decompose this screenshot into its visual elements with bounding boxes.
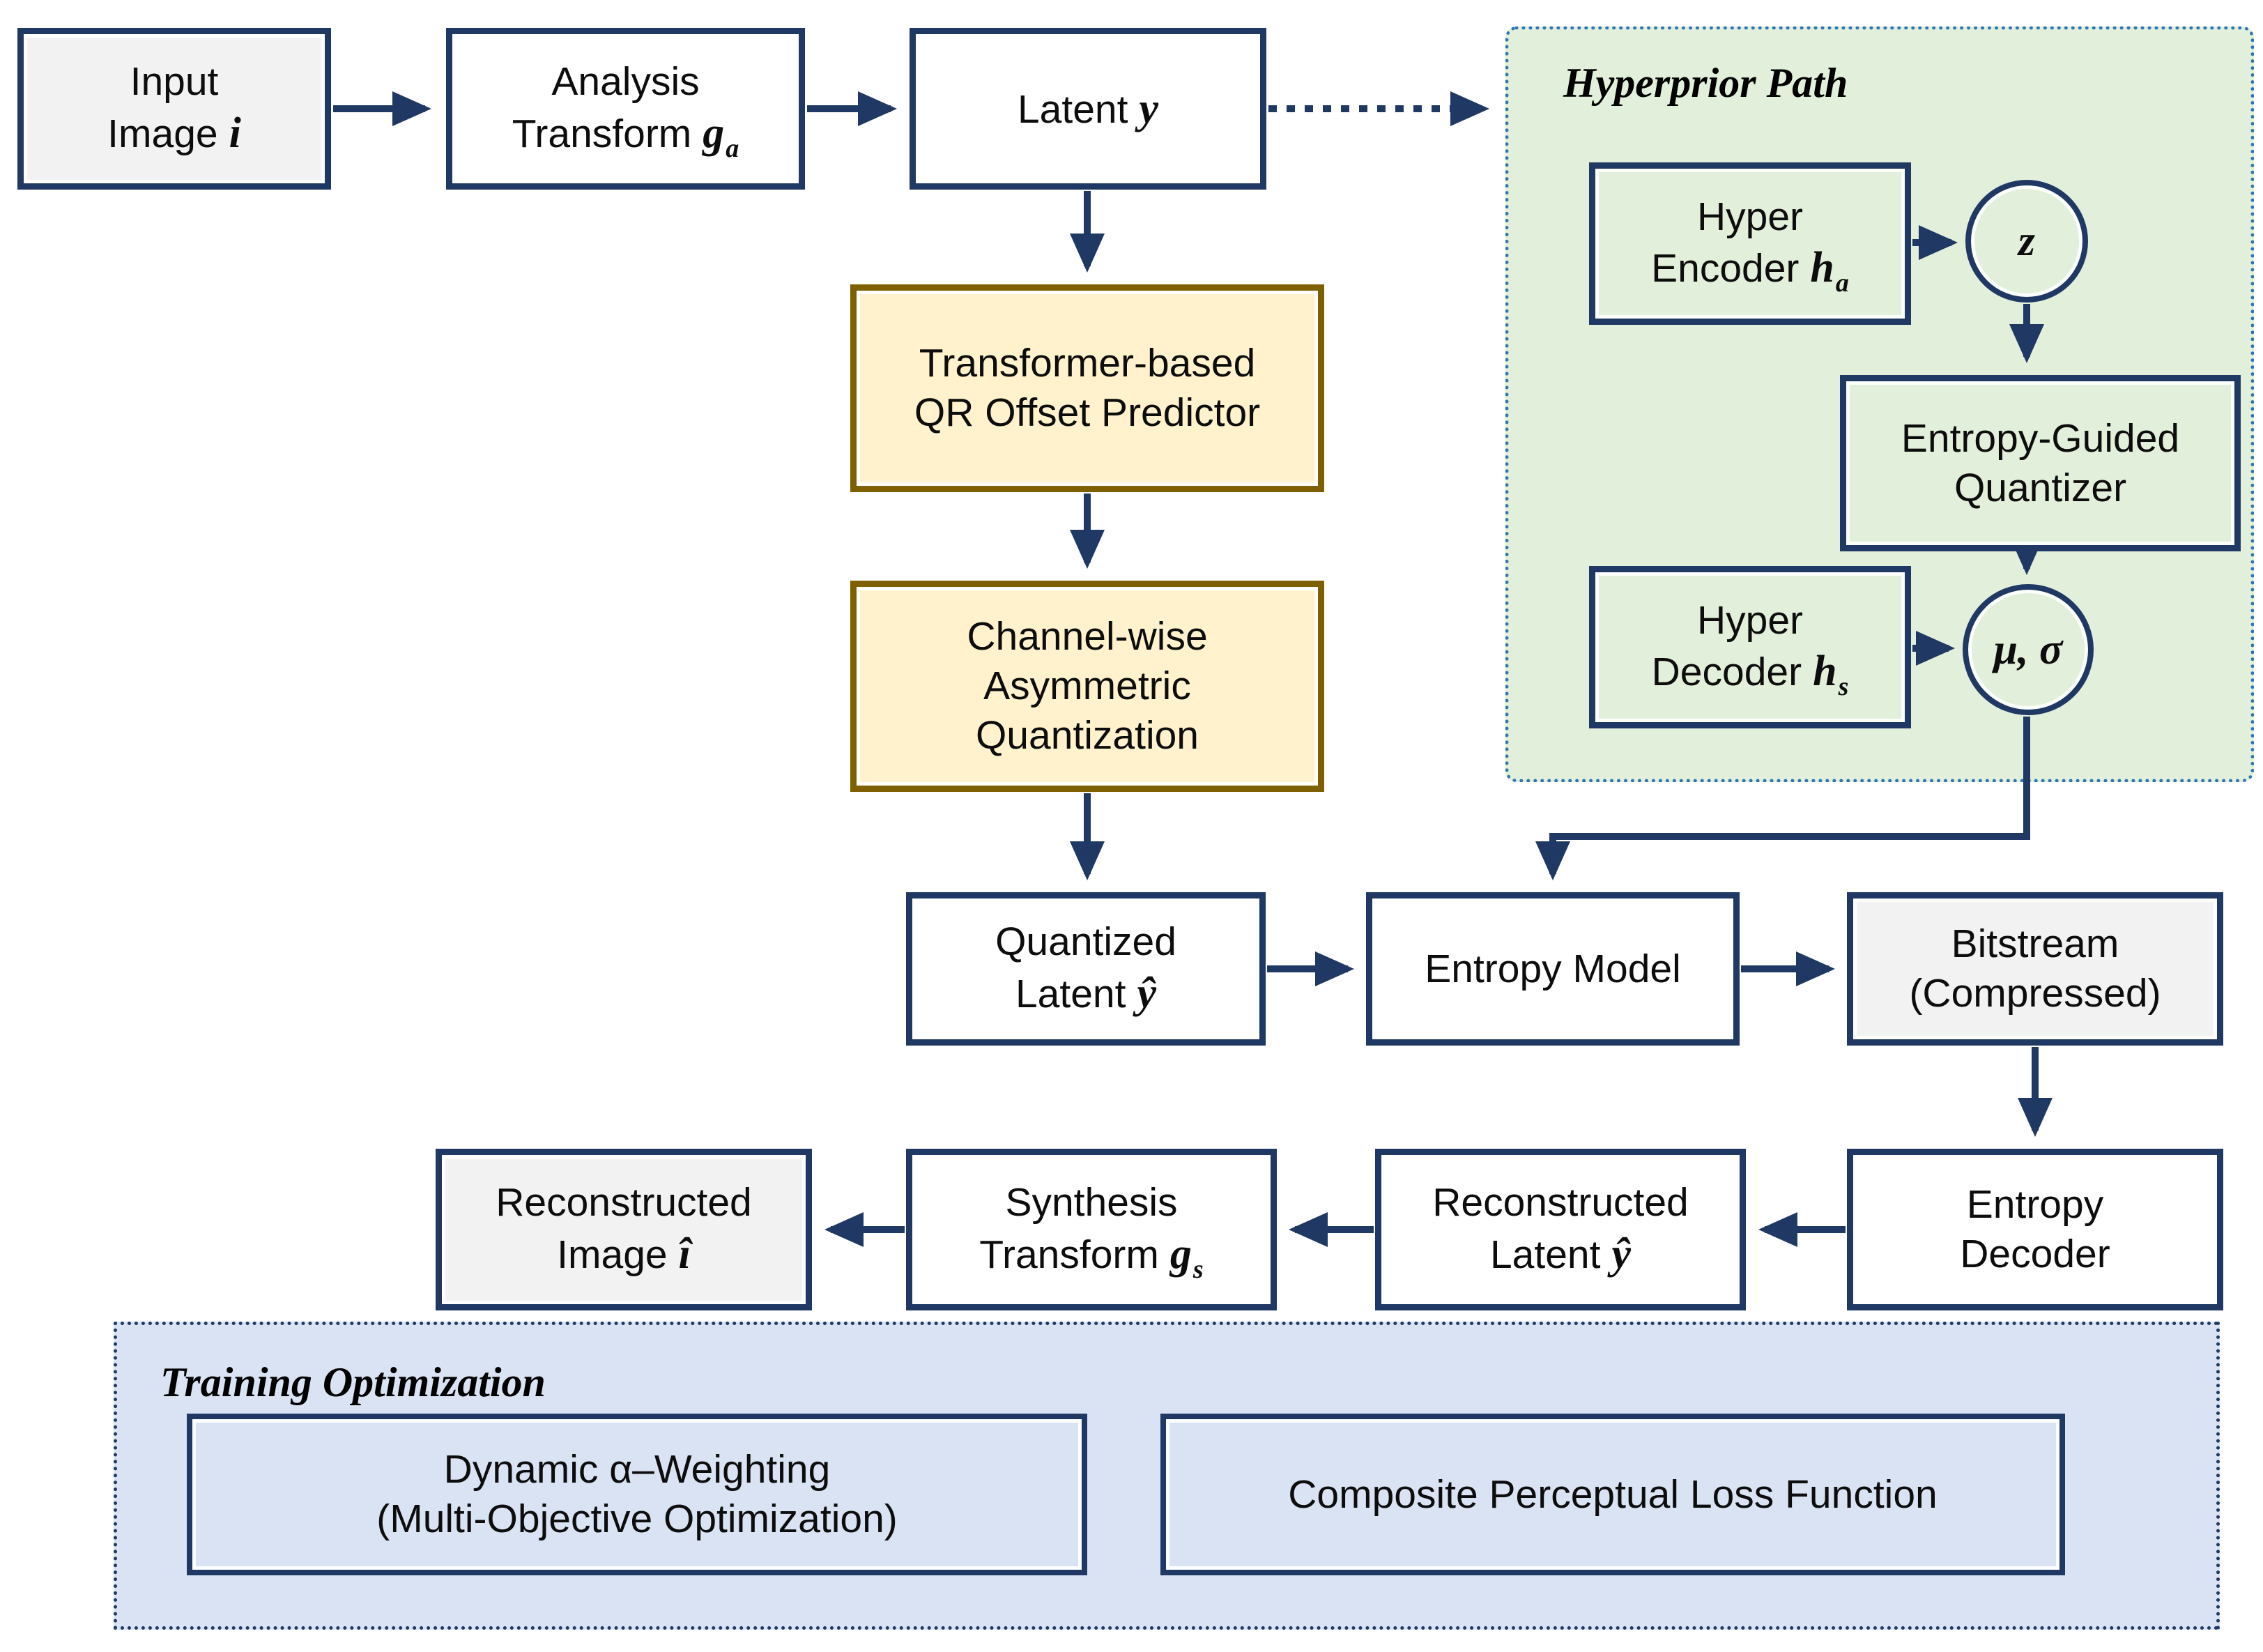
math-symbol: ŷ [1611, 1230, 1631, 1278]
hyperprior-path-title: Hyperprior Path [1563, 60, 1848, 106]
box-bitstream-compressed: Bitstream (Compressed) [1847, 892, 2223, 1046]
arrow-mu-sigma-to-entropy-model [1535, 717, 2030, 881]
label-line: Quantization [975, 712, 1199, 758]
math-subscript: s [1192, 1254, 1204, 1284]
label-line: Dynamic α–Weighting [443, 1447, 831, 1492]
label-line: Channel-wise [967, 614, 1208, 659]
label-line: Analysis [551, 59, 700, 105]
box-composite-perceptual-loss: Composite Perceptual Loss Function [1160, 1414, 2065, 1575]
math-subscript: a [726, 133, 739, 163]
math-symbol: g [703, 109, 725, 157]
label-line: Quantizer [1954, 465, 2127, 510]
label-line: Entropy-Guided [1901, 415, 2180, 461]
label-line: (Compressed) [1909, 971, 2161, 1016]
math-subscript: a [1835, 268, 1849, 298]
label-line: Image [557, 1232, 668, 1277]
math-symbol: g [1169, 1230, 1192, 1278]
label-line: Hyper [1696, 194, 1804, 239]
label-line: Entropy Model [1425, 946, 1681, 991]
math-symbol: h [1813, 648, 1837, 696]
training-optimization-title: Training Optimization [160, 1359, 546, 1405]
label-line: Composite Perceptual Loss Function [1288, 1471, 1938, 1517]
node-mu-sigma: μ, σ [1963, 584, 2094, 715]
label-line: Synthesis [1005, 1180, 1178, 1225]
label-line: Hyper [1696, 597, 1804, 643]
label-line: QR Offset Predictor [914, 390, 1261, 435]
label-line: Bitstream [1951, 921, 2119, 967]
label-line: Input [130, 59, 219, 105]
box-entropy-decoder: Entropy Decoder [1847, 1149, 2223, 1310]
label-line: Decoder [1960, 1232, 2110, 1276]
label-line: Transform [512, 111, 692, 156]
math-symbol: î [678, 1230, 691, 1278]
box-entropy-model: Entropy Model [1366, 892, 1740, 1046]
label-line: (Multi-Objective Optimization) [376, 1497, 898, 1541]
math-symbol: z [2018, 217, 2036, 265]
math-subscript: s [1838, 672, 1849, 702]
label-line: Reconstructed [1432, 1180, 1689, 1225]
math-symbol: h [1810, 244, 1834, 292]
label-line: Entropy [1966, 1182, 2104, 1227]
label-line: Reconstructed [496, 1180, 752, 1225]
math-symbol: ŷ [1137, 969, 1156, 1017]
label-line: Latent [1015, 971, 1126, 1016]
box-channel-wise-asymmetric-quantization: Channel-wise Asymmetric Quantization [850, 581, 1324, 792]
label-line: Encoder [1651, 246, 1800, 291]
box-entropy-guided-quantizer: Entropy-Guided Quantizer [1840, 375, 2241, 551]
label-line: Latent [1017, 86, 1128, 132]
label-line: Decoder [1651, 650, 1802, 695]
math-symbol: μ, σ [1993, 625, 2063, 673]
label-line: Asymmetric [983, 664, 1191, 709]
label-line: Transform [979, 1232, 1159, 1277]
label-line: Latent [1489, 1232, 1601, 1277]
label-line: Image [107, 111, 218, 156]
math-symbol: i [229, 109, 241, 157]
box-dynamic-alpha-weighting: Dynamic α–Weighting (Multi-Objective Opt… [187, 1414, 1087, 1575]
label-line: Quantized [995, 919, 1176, 965]
math-symbol: y [1139, 84, 1158, 132]
label-line: Transformer-based [919, 341, 1256, 386]
box-transformer-qr-offset-predictor: Transformer-based QR Offset Predictor [850, 284, 1324, 492]
node-z-latent: z [1965, 180, 2088, 303]
